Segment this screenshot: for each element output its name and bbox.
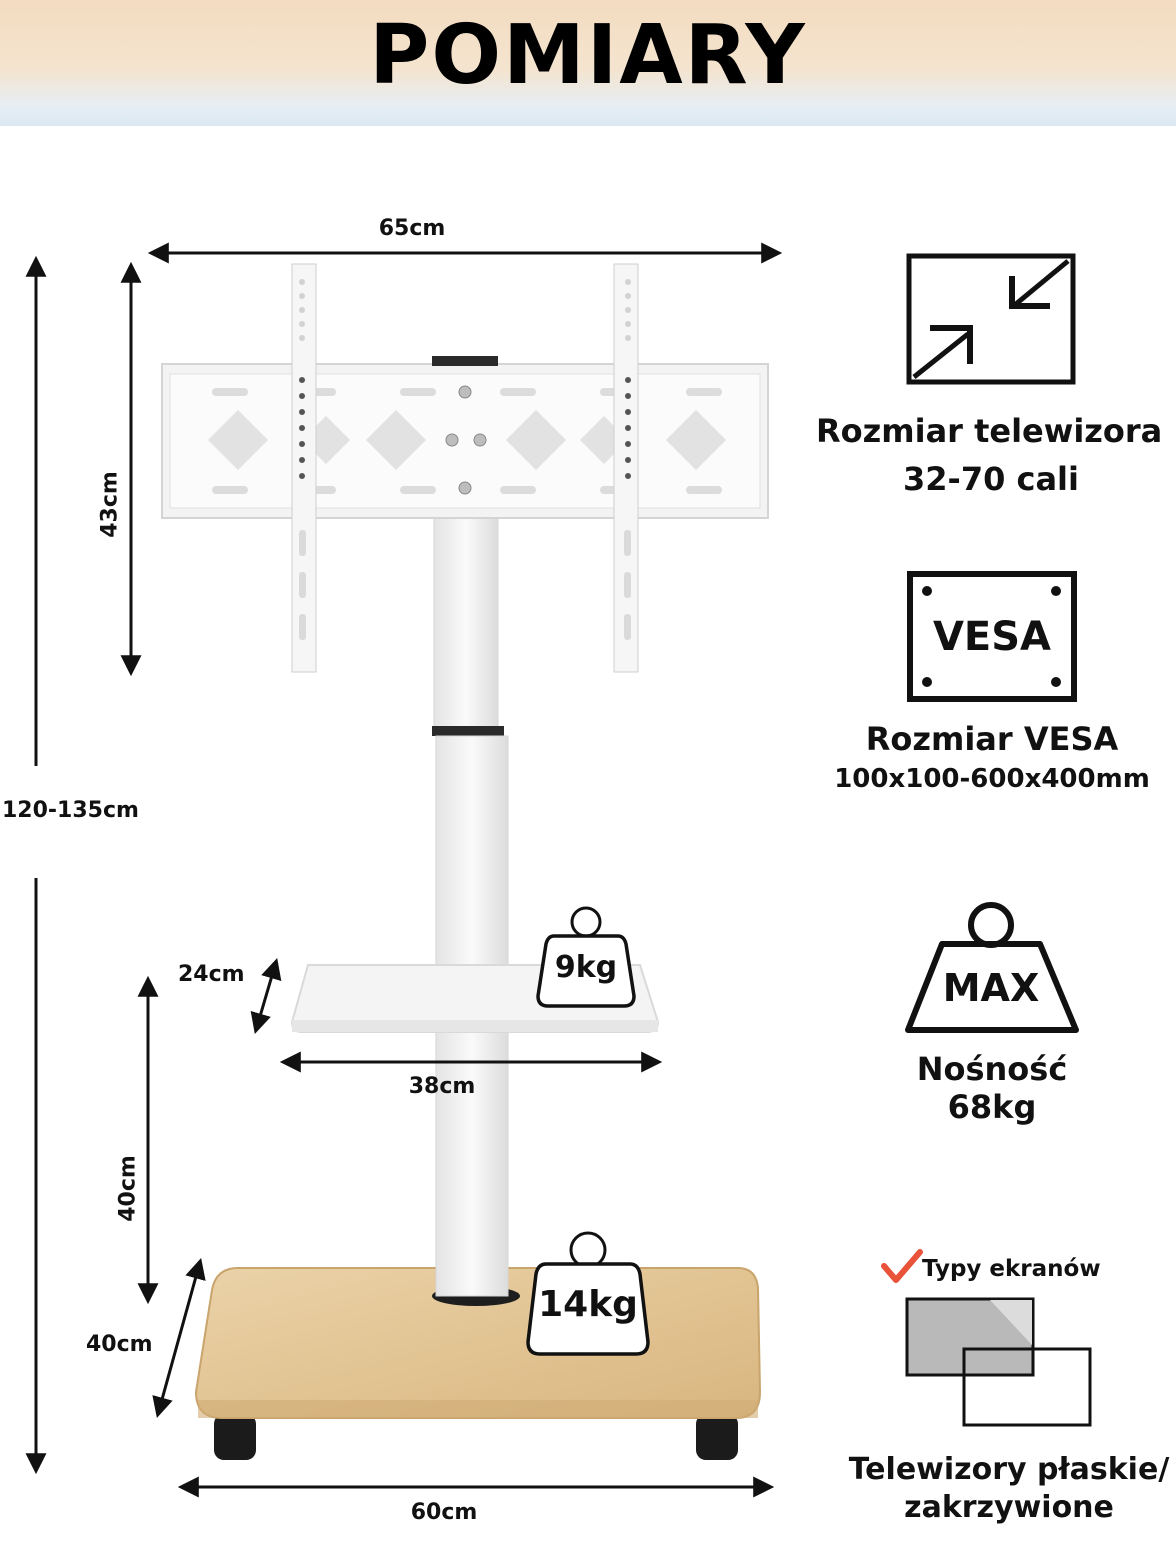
- page-title: POMIARY: [369, 8, 807, 103]
- vesa-icon: [907, 571, 1077, 702]
- total-height-label: 120-135cm: [2, 798, 139, 823]
- shelf-height-label: 40cm: [115, 1155, 141, 1222]
- base-depth-arrow: [152, 1257, 206, 1419]
- max-weight-icon: [905, 902, 1079, 1033]
- shelf-width-label: 38cm: [408, 1074, 476, 1099]
- screen-types-icon: [881, 1249, 1092, 1427]
- shelf-depth-label: 24cm: [178, 962, 245, 987]
- screen-types-title-line1: Telewizory płaskie/: [848, 1452, 1170, 1487]
- vesa-title: Rozmiar VESA: [865, 720, 1119, 758]
- shelf-weight-icon: [536, 906, 636, 1008]
- pole: [432, 514, 509, 1297]
- mount-height-label: 43cm: [97, 471, 123, 538]
- tv-size-value: 32-70 cali: [903, 460, 1079, 498]
- tv-mount-bracket: [161, 263, 769, 673]
- wheel-left: [214, 1414, 256, 1460]
- vesa-value: 100x100-600x400mm: [834, 764, 1150, 794]
- max-icon-label: MAX: [942, 966, 1040, 1010]
- header-banner: POMIARY: [0, 0, 1176, 126]
- mount-width-label: 65cm: [378, 216, 446, 241]
- capacity-title: Nośność: [916, 1050, 1068, 1088]
- base-load-label: 14kg: [538, 1284, 638, 1325]
- screen-types-label: Typy ekranów: [922, 1256, 1101, 1282]
- wheel-right: [696, 1414, 738, 1460]
- vesa-icon-label: VESA: [932, 614, 1052, 660]
- base-depth-label: 40cm: [86, 1332, 153, 1357]
- shelf-depth-arrow: [250, 957, 282, 1035]
- screen-types-title-line2: zakrzywione: [904, 1490, 1114, 1525]
- capacity-value: 68kg: [947, 1088, 1037, 1126]
- resize-icon: [906, 253, 1076, 385]
- tv-size-title: Rozmiar telewizora: [816, 412, 1163, 450]
- shelf-load-label: 9kg: [554, 950, 618, 985]
- base-weight-icon: [526, 1231, 650, 1356]
- base-width-label: 60cm: [410, 1500, 478, 1525]
